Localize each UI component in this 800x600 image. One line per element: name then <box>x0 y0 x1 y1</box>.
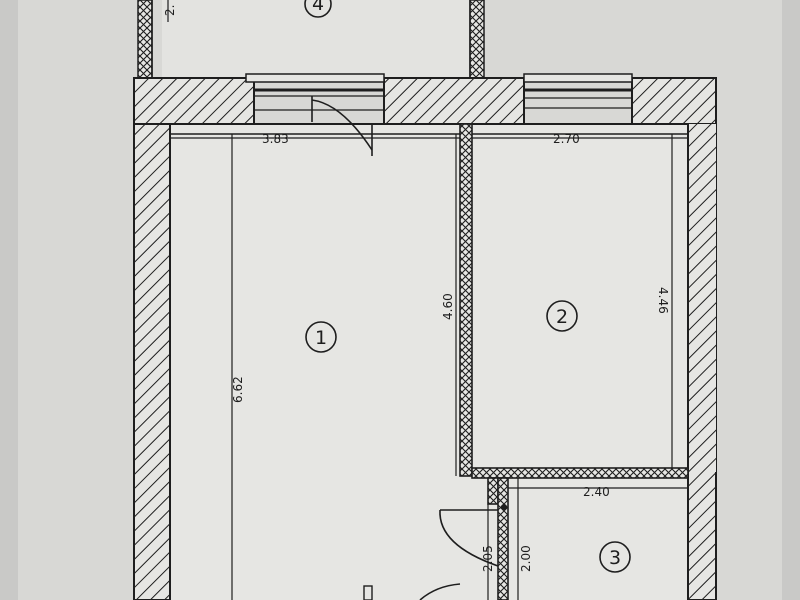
room-marker-4: 4 <box>304 0 332 18</box>
wall-left <box>133 123 171 600</box>
wall-top-left <box>133 77 255 125</box>
window-room-2 <box>523 73 633 109</box>
balcony-door <box>245 73 385 156</box>
room-number: 2 <box>556 306 568 328</box>
room-marker-2: 2 <box>546 300 578 332</box>
wall-top-middle <box>383 77 525 125</box>
dim-room-1-width: 3.83 <box>262 132 289 146</box>
dim-corridor-length: 2.05 <box>481 545 495 572</box>
dim-room-2-length: 4.46 <box>656 287 670 314</box>
balcony-railing-right <box>469 0 485 81</box>
room-marker-3: 3 <box>599 541 631 573</box>
room-number: 1 <box>315 327 327 349</box>
dim-room-2-width: 2.70 <box>553 132 580 146</box>
partition-room-3 <box>497 477 509 600</box>
room-number: 4 <box>312 0 324 15</box>
entrance-door <box>363 583 461 600</box>
room-number: 3 <box>609 547 621 569</box>
wall-top-right <box>631 77 717 125</box>
balcony <box>137 0 485 81</box>
dim-partition-length: 4.60 <box>441 293 455 320</box>
partition-room-2-3 <box>471 467 689 479</box>
door-swing-arc <box>311 99 373 151</box>
room-2-floor <box>472 134 688 468</box>
dim-room-3-width: 2.40 <box>583 485 610 499</box>
door-swing-arc <box>439 509 499 567</box>
balcony-railing-left <box>137 0 153 81</box>
dimension-lines <box>167 0 688 600</box>
dim-balcony-depth: 2. <box>163 5 177 16</box>
room-marker-1: 1 <box>305 321 337 353</box>
dim-room-3-length: 2.00 <box>519 545 533 572</box>
partition-wall <box>459 123 689 600</box>
dim-room-1-length: 6.62 <box>231 376 245 403</box>
